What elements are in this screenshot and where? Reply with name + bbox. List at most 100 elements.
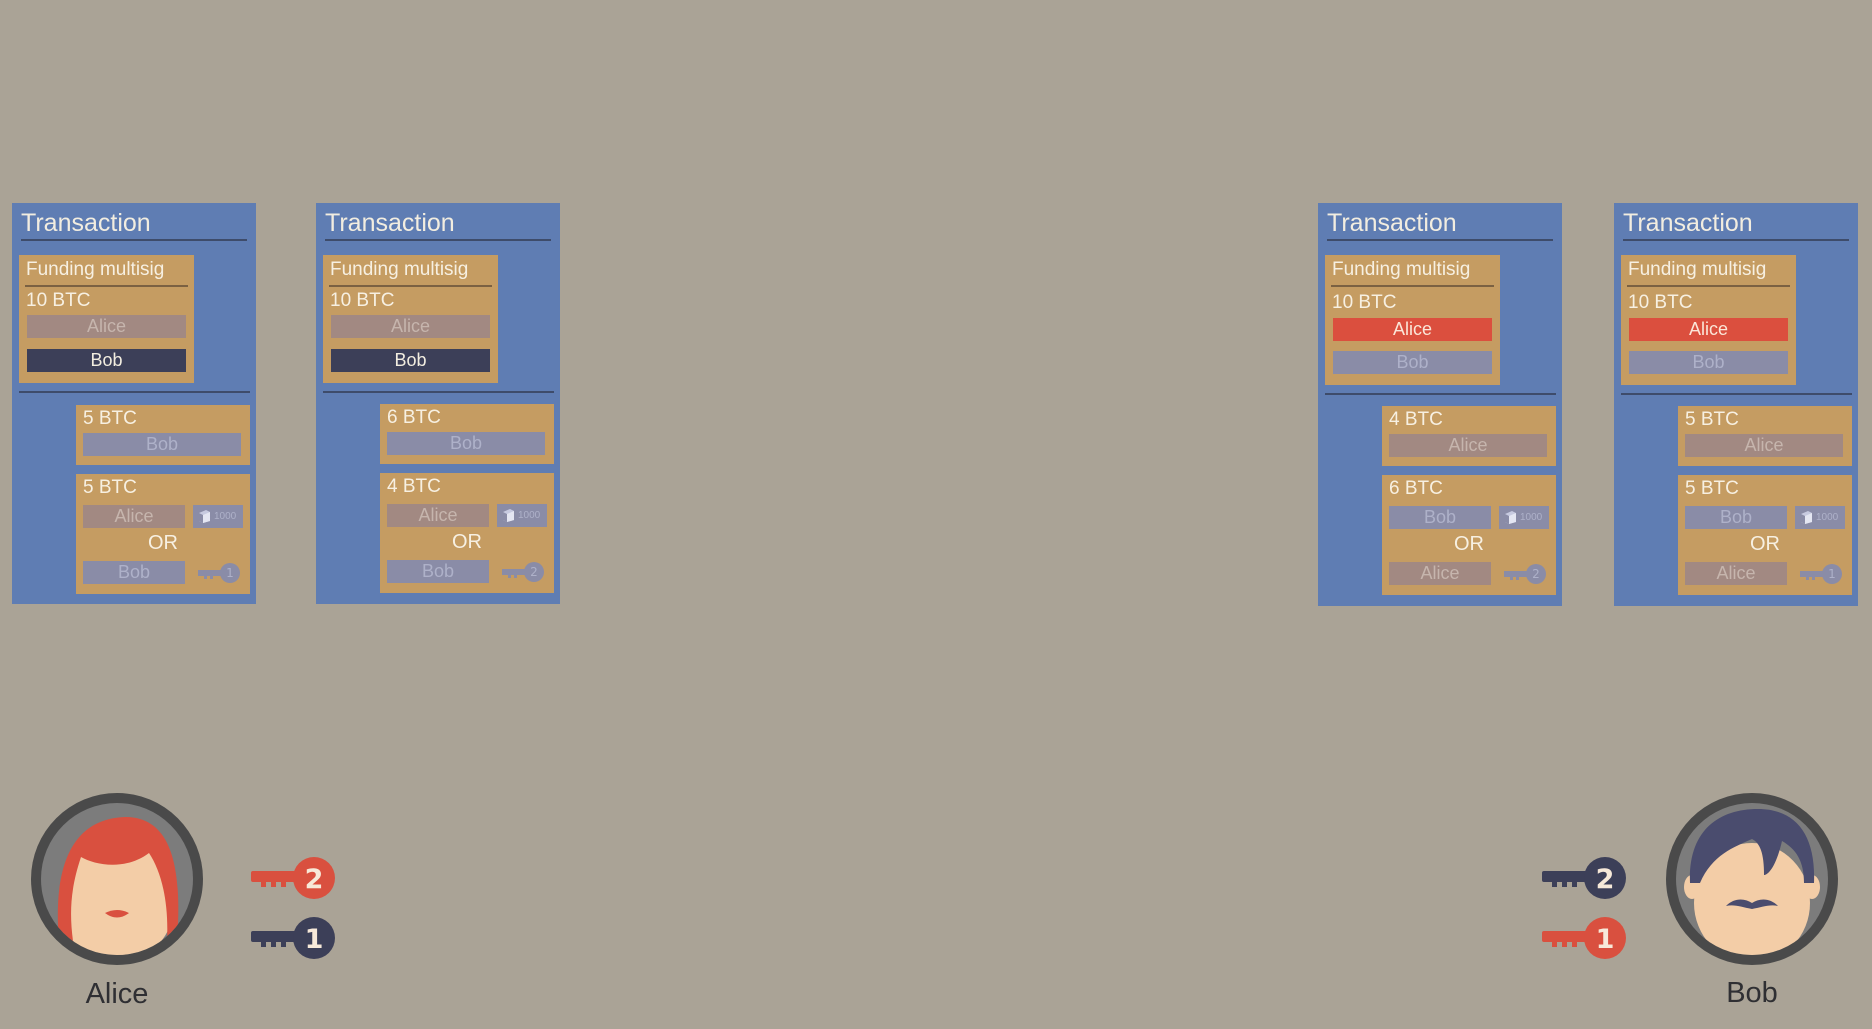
output-first-party: Bob: [1685, 506, 1787, 529]
output-card-1: 5 BTC Bob: [76, 405, 250, 465]
funding-label: Funding multisig: [1332, 259, 1471, 280]
output-amount: 5 BTC: [1685, 478, 1739, 499]
key-number: 2: [305, 864, 324, 895]
timelock-blocks: 1000: [518, 510, 541, 521]
transaction-card-2: Transaction Funding multisig 10 BTC Alic…: [316, 203, 560, 604]
key-icon: 1: [251, 917, 335, 959]
output-card-2: 4 BTC Alice 1000 OR Bob 2: [380, 473, 554, 593]
output-owner: Alice: [1685, 434, 1843, 457]
transaction-title: Transaction: [1623, 207, 1849, 241]
timelock-blocks: 1000: [1816, 512, 1839, 523]
output-amount: 6 BTC: [387, 407, 441, 428]
transaction-title: Transaction: [21, 207, 247, 241]
key-icon: 1: [1800, 564, 1842, 584]
transaction-card-4: Transaction Funding multisig 10 BTC Alic…: [1614, 203, 1858, 606]
output-second-party: Bob: [387, 560, 489, 583]
divider: [329, 285, 492, 287]
output-owner: Bob: [83, 433, 241, 456]
output-second-party: Bob: [83, 561, 185, 584]
funding-amount: 10 BTC: [1628, 292, 1693, 313]
divider: [1331, 285, 1494, 287]
key-number: 1: [1596, 924, 1615, 955]
key-number: 1: [226, 566, 234, 580]
funding-amount: 10 BTC: [26, 290, 91, 311]
output-amount: 4 BTC: [387, 476, 441, 497]
key-icon: 2: [251, 857, 335, 899]
key-number: 2: [1532, 567, 1540, 581]
funding-multisig-card: Funding multisig 10 BTC Alice Bob: [1325, 255, 1500, 385]
alice-name: Alice: [85, 978, 149, 1010]
output-second-party: Alice: [1685, 562, 1787, 585]
output-amount: 5 BTC: [83, 408, 137, 429]
cube-icon: [503, 509, 514, 522]
signer-alice: Alice: [1629, 318, 1788, 341]
key-icon: 2: [502, 562, 544, 582]
signer-bob: Bob: [331, 349, 490, 372]
funding-amount: 10 BTC: [1332, 292, 1397, 313]
transaction-card-3: Transaction Funding multisig 10 BTC Alic…: [1318, 203, 1562, 606]
funding-label: Funding multisig: [26, 259, 165, 280]
key-number: 1: [1828, 567, 1836, 581]
output-first-party: Alice: [387, 504, 489, 527]
funding-multisig-card: Funding multisig 10 BTC Alice Bob: [19, 255, 194, 383]
output-amount: 5 BTC: [1685, 409, 1739, 430]
output-card-2: 5 BTC Bob 1000 OR Alice 1: [1678, 475, 1852, 595]
cube-icon: [199, 510, 210, 523]
output-second-party: Alice: [1389, 562, 1491, 585]
output-owner: Alice: [1389, 434, 1547, 457]
output-owner: Bob: [387, 432, 545, 455]
bob-name: Bob: [1726, 977, 1778, 1009]
signer-alice: Alice: [27, 315, 186, 338]
funding-label: Funding multisig: [1628, 259, 1767, 280]
output-card-2: 5 BTC Alice 1000 OR Bob 1: [76, 474, 250, 594]
output-card-1: 6 BTC Bob: [380, 404, 554, 464]
divider: [19, 391, 250, 393]
timelock-blocks: 1000: [1520, 512, 1543, 523]
cube-icon: [1505, 511, 1516, 524]
output-card-1: 4 BTC Alice: [1382, 406, 1556, 466]
output-card-1: 5 BTC Alice: [1678, 406, 1852, 466]
divider: [1627, 285, 1790, 287]
output-amount: 5 BTC: [83, 477, 137, 498]
key-number: 1: [305, 924, 324, 955]
output-card-2: 6 BTC Bob 1000 OR Alice 2: [1382, 475, 1556, 595]
key-icon: 1: [198, 563, 240, 583]
divider: [1325, 393, 1556, 395]
signer-bob: Bob: [1629, 351, 1788, 374]
funding-multisig-card: Funding multisig 10 BTC Alice Bob: [323, 255, 498, 383]
or-label: OR: [1750, 533, 1780, 555]
or-label: OR: [452, 531, 482, 553]
output-first-party: Alice: [83, 505, 185, 528]
funding-label: Funding multisig: [330, 259, 469, 280]
divider: [323, 391, 554, 393]
timelock: 1000: [1795, 506, 1845, 529]
output-first-party: Bob: [1389, 506, 1491, 529]
signer-bob: Bob: [1333, 351, 1492, 374]
signer-alice: Alice: [1333, 318, 1492, 341]
alice-avatar: [31, 793, 203, 965]
cube-icon: [1801, 511, 1812, 524]
key-number: 2: [530, 565, 538, 579]
timelock: 1000: [1499, 506, 1549, 529]
key-icon: 2: [1504, 564, 1546, 584]
timelock: 1000: [497, 504, 547, 527]
key-icon: 2: [1542, 857, 1626, 899]
divider: [25, 285, 188, 287]
signer-bob: Bob: [27, 349, 186, 372]
output-amount: 4 BTC: [1389, 409, 1443, 430]
divider: [1621, 393, 1852, 395]
signer-alice: Alice: [331, 315, 490, 338]
or-label: OR: [1454, 533, 1484, 555]
funding-amount: 10 BTC: [330, 290, 395, 311]
transaction-card-1: Transaction Funding multisig 10 BTC Alic…: [12, 203, 256, 604]
funding-multisig-card: Funding multisig 10 BTC Alice Bob: [1621, 255, 1796, 385]
key-icon: 1: [1542, 917, 1626, 959]
key-number: 2: [1596, 864, 1615, 895]
transaction-title: Transaction: [325, 207, 551, 241]
output-amount: 6 BTC: [1389, 478, 1443, 499]
timelock: 1000: [193, 505, 243, 528]
transaction-title: Transaction: [1327, 207, 1553, 241]
bob-avatar: [1666, 793, 1838, 965]
timelock-blocks: 1000: [214, 511, 237, 522]
or-label: OR: [148, 532, 178, 554]
